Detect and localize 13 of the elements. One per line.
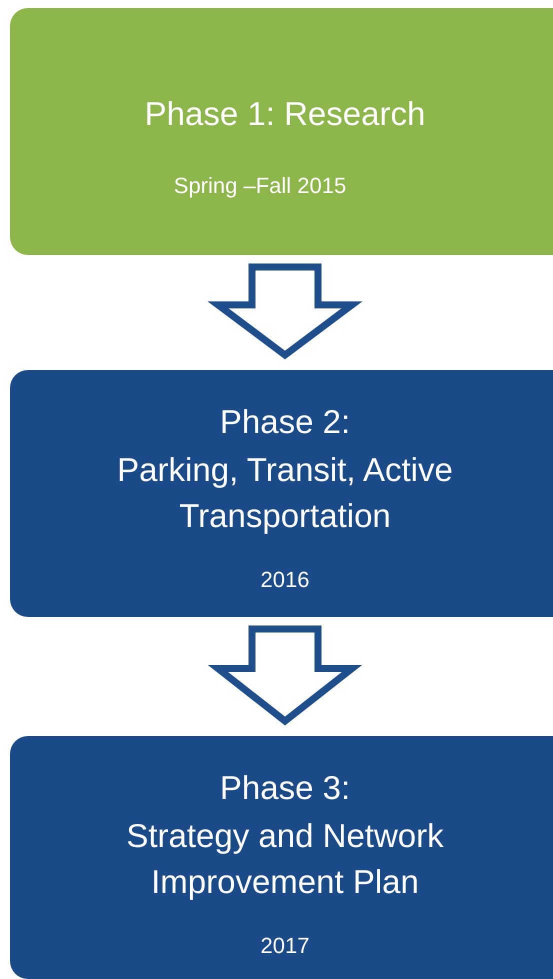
phase-box xyxy=(10,736,553,979)
phase-title: Phase 3: xyxy=(218,768,352,808)
block-arrow xyxy=(207,264,363,360)
phase-date: 2016 xyxy=(260,566,310,594)
phase-date: 2017 xyxy=(260,932,310,960)
phase-subtitle: Parking, Transit, Active Transportation xyxy=(116,450,454,536)
phase-box xyxy=(10,8,553,255)
block-arrow xyxy=(208,626,362,726)
phase-title: Phase 1: Research xyxy=(144,94,426,134)
phase-dates: Spring –Fall 2015 xyxy=(172,172,348,200)
phase-box xyxy=(10,370,553,617)
phase-title: Phase 2: xyxy=(218,402,352,442)
phase-subtitle: Strategy and Network Improvement Plan xyxy=(125,816,445,902)
